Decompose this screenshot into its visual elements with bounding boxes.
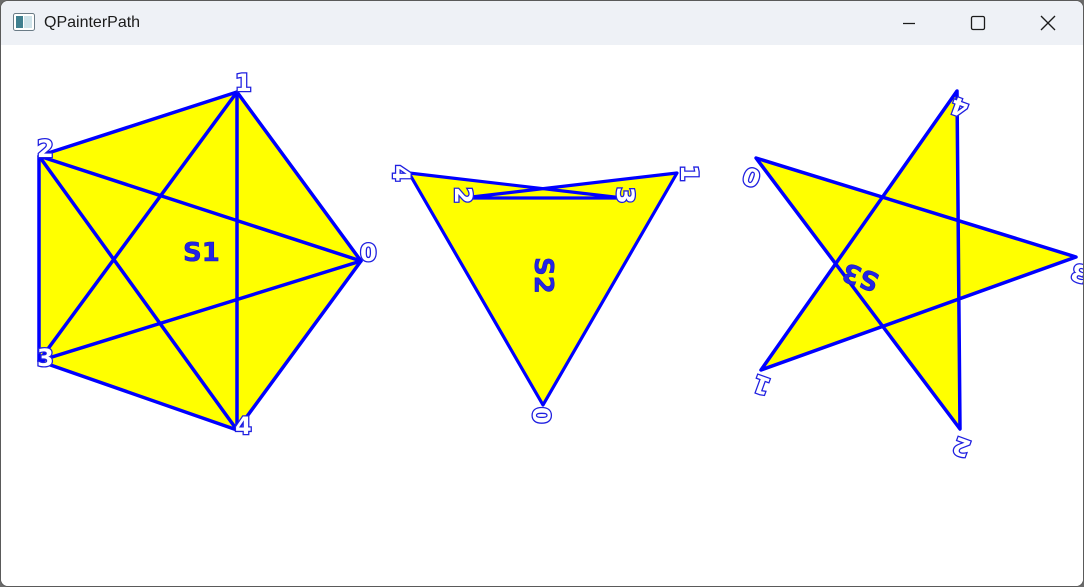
star-s2-path <box>407 171 679 407</box>
star-s3-point-4: 4 <box>947 91 972 123</box>
close-button[interactable] <box>1024 1 1070 45</box>
close-icon <box>1040 15 1056 31</box>
minimize-icon <box>903 22 915 25</box>
star-s1-outline <box>37 90 363 432</box>
star-s2: S2 0 1 2 3 4 <box>386 164 705 425</box>
star-s1: S1 0 1 2 3 4 <box>36 68 378 442</box>
star-s1-point-2: 2 <box>37 135 54 163</box>
star-s1-label: S1 <box>183 238 220 268</box>
star-s1-point-1: 1 <box>235 69 252 97</box>
star-s1-point-3: 3 <box>37 344 54 372</box>
star-s1-point-0: 0 <box>360 239 377 267</box>
star-s3-point-1: 1 <box>749 369 774 401</box>
title-bar[interactable]: QPainterPath <box>1 1 1083 45</box>
star-s1-point-4: 4 <box>235 412 252 440</box>
star-s2-point-1: 1 <box>675 165 703 182</box>
maximize-icon <box>970 15 986 31</box>
qt-window-icon <box>13 13 35 31</box>
paint-surface: S1 0 1 2 3 4 S2 0 1 2 3 4 <box>36 68 1083 464</box>
paint-canvas: S1 0 1 2 3 4 S2 0 1 2 3 4 <box>1 45 1083 586</box>
star-s3-outline <box>754 89 1078 431</box>
minimize-button[interactable] <box>885 1 931 45</box>
maximize-button[interactable] <box>954 1 1000 45</box>
star-s3: S3 0 1 2 3 4 <box>738 89 1083 464</box>
star-s2-point-4: 4 <box>387 165 415 182</box>
star-s2-point-3: 3 <box>611 187 639 204</box>
star-s2-point-2: 2 <box>449 187 477 204</box>
star-s2-point-0: 0 <box>527 407 555 424</box>
star-s3-point-2: 2 <box>949 431 974 463</box>
star-s3-point-0: 0 <box>739 161 764 193</box>
window-title: QPainterPath <box>44 14 141 31</box>
star-s2-label: S2 <box>528 257 558 294</box>
star-s3-point-3: 3 <box>1067 257 1083 289</box>
